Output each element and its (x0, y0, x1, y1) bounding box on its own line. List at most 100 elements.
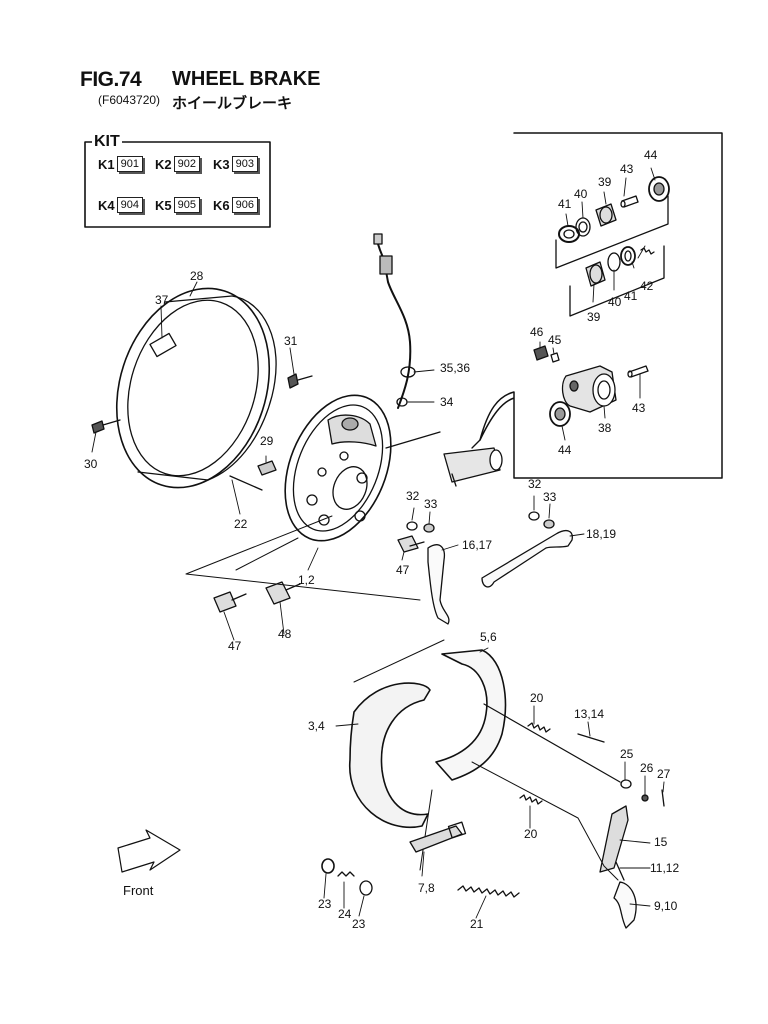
part-callout: 46 (530, 325, 544, 339)
kit-code: 903 (231, 156, 258, 172)
brake-shoe-lining-3-4 (349, 682, 431, 829)
part-callout: 47 (228, 639, 242, 653)
rod-22 (229, 475, 263, 491)
part-callout: 26 (640, 761, 654, 775)
leader-lines (91, 167, 665, 919)
part-callout: 44 (644, 148, 658, 162)
boot-44-upper (648, 176, 670, 202)
bolt-47-upper (397, 535, 425, 553)
kit-key: K4 (98, 197, 115, 213)
part-callout: 20 (524, 827, 538, 841)
part-callout: 37 (155, 293, 169, 307)
spring-21 (457, 885, 520, 898)
inset-pointer (471, 439, 481, 449)
kit-key: K3 (213, 156, 230, 172)
part-callout: 23 (318, 897, 332, 911)
boot-44-lower (549, 401, 571, 427)
part-callout: 30 (84, 457, 98, 471)
screw-30 (91, 419, 121, 434)
washer-33-right (543, 519, 555, 529)
inset-bracket-lower (569, 245, 665, 317)
part-callout: 11,12 (650, 861, 680, 875)
part-callout: 20 (530, 691, 544, 705)
part-callout: 5,6 (480, 630, 497, 644)
part-callout: 3,4 (308, 719, 325, 733)
bolt-47-lower (213, 591, 247, 613)
wheel-cylinder-assembly (443, 447, 503, 487)
part-callout: 21 (470, 917, 484, 931)
part-callout: 24 (338, 907, 352, 921)
parking-cable-35-36 (373, 233, 416, 409)
plate-bracket-line (385, 431, 441, 449)
part-callout: 9,10 (654, 899, 678, 913)
part-callout: 43 (620, 162, 634, 176)
clip-34 (396, 397, 408, 407)
part-callout: 22 (234, 517, 248, 531)
piston-39-lower (585, 261, 606, 287)
pin-27 (661, 789, 665, 807)
figure-code: (F6043720) (98, 93, 161, 107)
part-callout: 27 (657, 767, 671, 781)
cap-45 (550, 352, 560, 363)
adjuster-7-8 (409, 821, 467, 853)
brake-drum-28 (115, 287, 277, 489)
front-arrow-icon (117, 829, 181, 873)
adjuster-rod (483, 703, 621, 783)
part-callout: 41 (624, 289, 638, 303)
kit-key: K1 (98, 156, 115, 172)
part-callout: 48 (278, 627, 292, 641)
bolt-48 (265, 581, 301, 605)
bolt-43-lower (627, 365, 649, 378)
part-callout: 18,19 (586, 527, 617, 541)
assembly-lines-shoes (353, 639, 445, 871)
lever-16-17 (427, 544, 450, 625)
kit-key: K5 (155, 197, 172, 213)
part-callout: 7,8 (418, 881, 435, 895)
bleeder-screw-46 (533, 345, 549, 361)
figure-title-japanese: ホイールブレーキ (172, 95, 293, 112)
part-callout: 15 (654, 835, 668, 849)
part-callout: 25 (620, 747, 634, 761)
part-callout: 41 (558, 197, 572, 211)
part-callout: 32 (528, 477, 542, 491)
strut-18-19 (481, 529, 573, 588)
washer-33-left (423, 523, 435, 533)
part-callout: 40 (608, 295, 622, 309)
inset-bracket-upper (555, 195, 669, 269)
kit-label: KIT (92, 133, 122, 151)
spring-24 (337, 871, 355, 877)
figure-title: WHEEL BRAKE (172, 68, 321, 90)
pin-43-upper (620, 195, 639, 208)
assembly-lines-lower (471, 761, 619, 881)
part-callout: 40 (574, 187, 588, 201)
part-callout: 28 (190, 269, 204, 283)
kit-key: K6 (213, 197, 230, 213)
back-plate-1-2 (284, 394, 392, 542)
ring-40-upper (575, 217, 591, 237)
part-callout: 33 (543, 490, 557, 504)
kit-code: 905 (173, 197, 200, 213)
part-callout: 42 (640, 279, 654, 293)
washer-23-right (359, 880, 373, 896)
part-callout: 32 (406, 489, 420, 503)
pin-29 (257, 460, 277, 476)
cup-seal-41-lower (620, 246, 636, 266)
parking-lever-15 (599, 805, 629, 873)
part-callout: 16,17 (462, 538, 493, 552)
lever-9-10 (613, 881, 637, 929)
part-callout: 29 (260, 434, 274, 448)
kit-code: 901 (116, 156, 143, 172)
inset-frame (479, 132, 723, 479)
part-callout: 13,14 (574, 707, 605, 721)
bolt-31 (287, 373, 313, 389)
ring-32-right (528, 511, 540, 521)
part-callout: 44 (558, 443, 572, 457)
return-spring-20-lower (519, 794, 543, 805)
wheel-cylinder-body-38 (561, 365, 617, 413)
assembly-lines-upper (185, 515, 421, 601)
part-callout: 39 (598, 175, 612, 189)
